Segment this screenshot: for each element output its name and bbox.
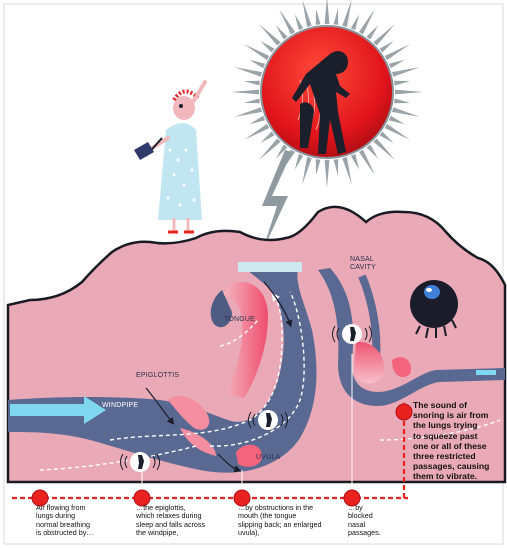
sun-ray <box>334 159 339 175</box>
sun-ray <box>351 14 359 30</box>
sun-ray <box>392 67 420 77</box>
sun-ray <box>395 90 423 95</box>
sun-ray <box>260 131 274 143</box>
sun-ray <box>244 99 260 104</box>
sun-ray <box>249 116 265 124</box>
sun-ray <box>279 9 295 34</box>
sun-ray <box>385 124 410 140</box>
sun-ray <box>394 99 410 104</box>
sun-ray <box>389 60 405 68</box>
label-tongue: TONGUE <box>224 316 255 323</box>
sun-ray <box>249 60 265 68</box>
dream-burst <box>231 0 423 188</box>
caption-4: …by blocked nasal passages. <box>348 504 398 538</box>
caption-2: …the epiglottis, which relaxes during sl… <box>136 504 236 538</box>
label-windpipe: WINDPIPE <box>102 402 138 409</box>
sun-ray <box>379 131 393 143</box>
sun-ray <box>366 144 378 158</box>
caption-3: …by obstructions in the mouth (the tongu… <box>238 504 344 538</box>
sun-ray <box>359 150 375 175</box>
sun-ray <box>359 9 375 34</box>
label-epiglottis: EPIGLOTTIS <box>136 372 179 379</box>
sun-ray <box>385 44 410 60</box>
sun-ray <box>392 107 420 117</box>
sun-ray <box>244 124 269 140</box>
sun-ray <box>295 154 303 170</box>
caption-1: Air flowing from lungs during normal bre… <box>36 504 128 538</box>
sun-ray <box>244 81 260 86</box>
sun-ray <box>342 157 352 185</box>
sun-ray <box>234 107 262 117</box>
sun-ray <box>231 90 259 95</box>
woman-figure <box>134 82 205 232</box>
sun-ray <box>260 41 274 53</box>
sun-ray <box>295 14 303 30</box>
sun-ray <box>325 160 330 188</box>
sun-ray <box>234 67 262 77</box>
sun-ray <box>302 157 312 185</box>
sun-ray <box>351 154 359 170</box>
sun-ray <box>389 116 405 124</box>
sun-ray <box>334 9 339 25</box>
sun-ray <box>244 44 269 60</box>
sun-ray <box>379 41 393 53</box>
sun-ray <box>394 81 410 86</box>
sun-ray <box>316 159 321 175</box>
sun-ray <box>366 25 378 39</box>
sound-explanation: The sound of snoring is air from the lun… <box>413 400 505 482</box>
sun-ray <box>276 25 288 39</box>
step-marker <box>396 404 412 420</box>
label-nasal-cavity: NASAL CAVITY <box>350 256 376 272</box>
sun-ray <box>316 9 321 25</box>
label-uvula: UVULA <box>256 454 280 461</box>
